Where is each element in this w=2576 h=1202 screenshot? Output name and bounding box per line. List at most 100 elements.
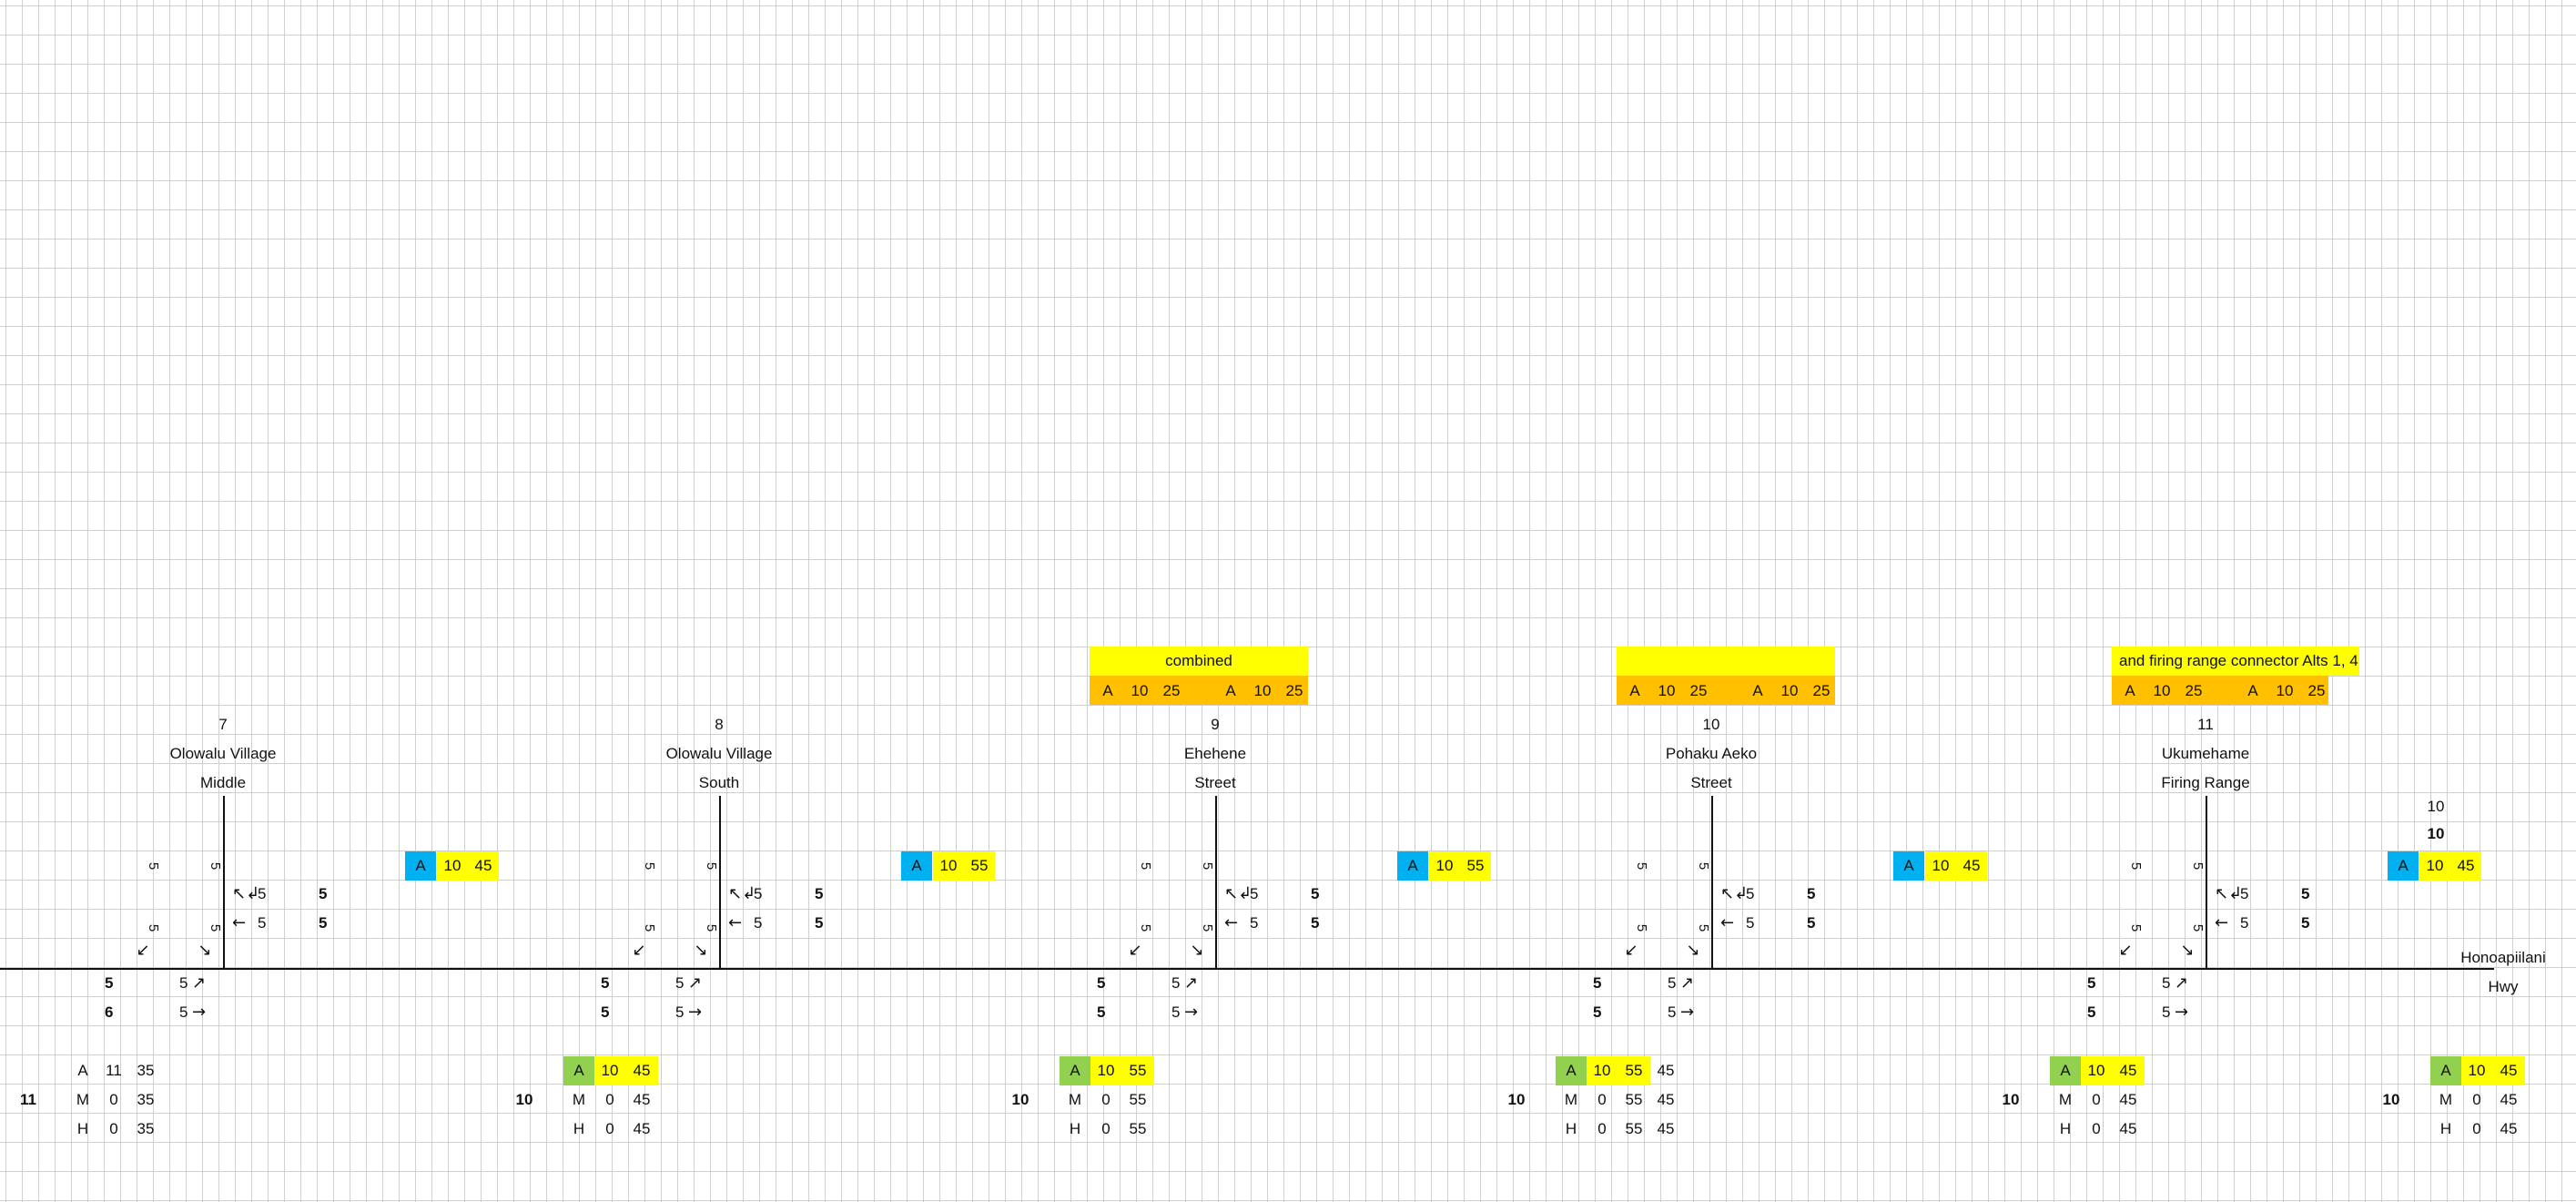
banner-title-fill [2112,647,2359,676]
table-values-fill [594,1056,658,1085]
left-turn-arrow-icon: ↖↲ [1224,884,1253,903]
intersection-name: Ukumehame [2161,745,2250,762]
banner-title: and firing range connector Alts 1, 4 [2119,652,2358,669]
eastbound-count: 5 [2087,1003,2096,1021]
banner-row-value: A [1629,682,1640,699]
banner-row-value: A [2247,682,2258,699]
delay-table-value: 45 [2119,1120,2137,1137]
status-values-fill [1925,851,1987,881]
westbound-turn-count: 5 [1250,885,1259,902]
east-count: 5 [1311,914,1320,932]
east-count: 5 [1807,885,1816,902]
delay-table-level: A [1070,1062,1080,1079]
approach-count: 5 [704,861,719,871]
eastbound-turn-count: 5 [675,974,685,992]
delay-table-value: 0 [2092,1091,2101,1108]
delay-table-level: A [573,1062,584,1079]
delay-table-value: 45 [2119,1062,2137,1079]
eastbound-turn-count: 5 [1171,974,1181,992]
delay-table-value: 45 [633,1091,651,1108]
west-arrow-icon: ← [1720,913,1735,932]
approach-count: 5 [208,861,223,871]
table-level-fill [1556,1056,1587,1085]
ne-arrow-icon: ↗ [1680,973,1695,993]
intersection-name: Pohaku Aeko [1665,745,1758,762]
status-level-fill [2388,851,2419,881]
status-level: A [1407,857,1418,874]
east-count: 5 [1807,914,1816,932]
eastbound-count: 5 [1593,974,1602,992]
westbound-turn-count: 5 [1746,885,1755,902]
banner-row-fill [1617,676,1835,705]
westbound-thru-count: 5 [754,914,763,932]
delay-table-level: A [2060,1062,2071,1079]
road-name-line2: Hwy [2488,978,2519,995]
sw-arrow-icon: ↙ [2118,941,2133,960]
banner-row-value: A [2125,682,2135,699]
westbound-thru-count: 5 [1250,914,1259,932]
banner-row-fill [2112,676,2328,705]
status-value: 10 [1435,857,1454,874]
status-level: A [911,857,922,874]
approach-count: 5 [1634,861,1649,871]
westbound-thru-count: 5 [1746,914,1755,932]
eastbound-count: 5 [1097,974,1106,992]
approach-turn-count: 5 [1634,923,1649,932]
intersection-name-line2: Street [1690,774,1732,791]
banner-row-value: 25 [2307,682,2326,699]
ne-arrow-icon: ↗ [688,973,703,993]
status-values-fill [437,851,499,881]
table-level-fill [2050,1056,2081,1085]
eastbound-count: 5 [1097,1003,1106,1021]
sw-arrow-icon: ↙ [632,941,646,960]
delay-table-value: 45 [1657,1120,1675,1137]
eastbound-turn-count: 5 [2162,974,2171,992]
status-above-bold: 10 [2427,825,2445,842]
status-level-fill [901,851,932,881]
table-level-fill [1060,1056,1090,1085]
delay-table-value: 10 [2087,1062,2105,1079]
intersection-number: 8 [715,716,724,733]
intersection-name-line2: Middle [199,774,247,791]
intersection-number: 11 [2197,716,2214,733]
delay-table-value: 0 [2092,1120,2101,1137]
intersection-name-line2: Firing Range [2161,774,2250,791]
eastbound-thru-count: 5 [2162,1003,2171,1021]
east-arrow-icon: → [1680,1003,1695,1022]
delay-table-level: A [1566,1062,1577,1079]
delay-table-value: 0 [1101,1091,1111,1108]
delay-table-value: 0 [605,1091,614,1108]
approach-turn-count: 5 [642,923,657,932]
delay-table-value: 45 [2500,1091,2518,1108]
status-value: 10 [1932,857,1950,874]
delay-table-value: 11 [106,1062,122,1079]
approach-count: 5 [1200,861,1215,871]
status-value: 55 [970,857,989,874]
eastbound-count: 5 [105,974,114,992]
left-turn-arrow-icon: ↖↲ [2215,884,2243,903]
se-arrow-icon: ↘ [2180,941,2195,960]
status-value: 45 [474,857,492,874]
delay-table-value: 55 [1129,1062,1147,1079]
delay-table-level: M [2439,1091,2453,1108]
banner-row-value: A [1102,682,1113,699]
delay-table-total: 11 [20,1091,36,1108]
banner-title-fill [1617,647,1835,676]
status-level: A [2398,857,2409,874]
delay-table-value: 35 [137,1120,155,1137]
approach-count: 5 [1696,861,1711,871]
approach-turn-count: 5 [2128,923,2144,932]
delay-table-value: 0 [1101,1120,1111,1137]
delay-table-value: 0 [109,1091,118,1108]
status-level-fill [405,851,436,881]
eastbound-count: 5 [1593,1003,1602,1021]
status-level-fill [1893,851,1924,881]
table-values-fill [2081,1056,2145,1085]
westbound-turn-count: 5 [258,885,267,902]
delay-table-level: A [77,1062,88,1079]
banner-title [1617,648,1835,674]
intersection-name-line2: South [698,774,740,791]
delay-table-value: 55 [1625,1120,1643,1137]
westbound-turn-count: 5 [2240,885,2249,902]
